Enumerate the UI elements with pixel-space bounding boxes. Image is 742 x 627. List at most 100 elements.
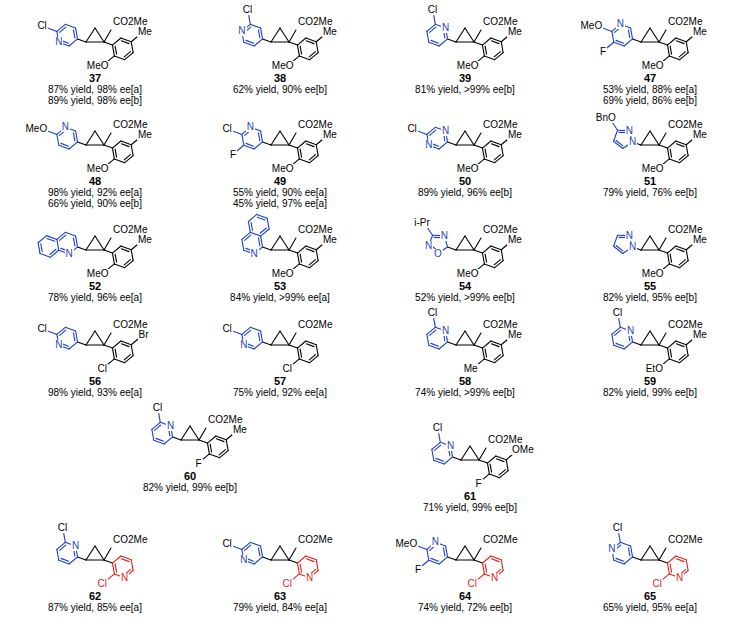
bond-line	[289, 560, 297, 563]
atom-label: N	[54, 37, 63, 47]
atom-label: N	[239, 340, 248, 350]
cyclopropane-bond	[465, 131, 474, 145]
yield-text: 79% yield, 84% ee[a]	[232, 603, 328, 613]
bond-line	[659, 250, 667, 253]
atom-label: N	[65, 249, 74, 259]
ring-bond	[112, 141, 120, 148]
ring-bond	[69, 342, 77, 349]
ring-bond	[427, 327, 435, 334]
double-bond	[115, 46, 116, 54]
double-bond	[679, 52, 685, 57]
bond-line	[659, 145, 667, 148]
ring-bond	[297, 148, 299, 159]
double-bond	[431, 343, 439, 346]
cyclopropane-bond	[86, 546, 95, 560]
yield-text: 62% yield, 90% ee[b]	[232, 85, 328, 95]
bond-line	[448, 342, 456, 345]
ring-bond	[484, 359, 494, 363]
substituent-bond	[233, 131, 241, 134]
cyclopropane-bond	[280, 131, 289, 145]
substituent-label: Me	[137, 27, 153, 37]
double-bond	[491, 41, 499, 44]
double-bond	[115, 254, 116, 262]
ring-bond	[310, 53, 318, 60]
atom-label: N	[54, 340, 63, 350]
ring-bond	[624, 39, 632, 46]
substituent-bond	[249, 15, 251, 24]
substituent-bond	[662, 574, 669, 580]
yield-text: 89% yield, 98% ee[b]	[47, 96, 143, 106]
ring-bond	[667, 253, 669, 264]
ring-bond	[667, 341, 675, 348]
atom-label: N	[628, 242, 637, 252]
ring-bond	[57, 232, 65, 239]
substituent-label: Cl	[467, 579, 478, 589]
compound-number: 37	[88, 73, 102, 84]
ring-bond	[114, 56, 124, 60]
double-bond	[494, 260, 500, 265]
ester-bond	[659, 333, 666, 345]
ester-bond	[474, 30, 481, 42]
double-bond	[300, 149, 301, 157]
compound-number: 59	[643, 376, 657, 387]
ester-label: CO2Me	[112, 17, 148, 27]
ring-bond	[297, 45, 299, 56]
cyclopropane-bond	[461, 446, 470, 460]
ring-bond	[686, 250, 688, 261]
substituent-label: i-Pr	[413, 218, 431, 228]
compound-number: 54	[458, 281, 472, 292]
ester-bond	[289, 238, 296, 250]
bond-line	[633, 39, 641, 42]
yield-text: 71% yield, 99% ee[b]	[422, 503, 518, 513]
double-bond	[615, 330, 621, 335]
ring-bond	[667, 348, 669, 359]
substituent-label: MeO	[271, 269, 295, 279]
bond-line	[474, 145, 482, 148]
double-bond	[443, 548, 444, 556]
double-bond	[216, 439, 224, 442]
ester-bond	[474, 548, 481, 560]
yield-text: 75% yield, 92% ee[a]	[232, 388, 328, 398]
double-bond	[676, 41, 684, 44]
cyclopropane-bond	[181, 426, 190, 440]
ring-bond	[614, 246, 623, 253]
substituent-label: Me	[692, 330, 708, 340]
ring-bond	[482, 246, 490, 253]
double-bond	[431, 558, 439, 561]
compound-number: 64	[458, 591, 472, 602]
yield-text: 53% yield, 88% ee[a]	[602, 85, 698, 95]
bond-line	[289, 345, 297, 348]
cyclopropane-bond	[271, 28, 280, 42]
double-bond	[121, 41, 129, 44]
ring-bond	[254, 39, 262, 46]
cyclopropane-bond	[650, 28, 659, 42]
double-bond	[246, 40, 254, 43]
double-bond	[245, 545, 251, 550]
ring-bond	[482, 253, 484, 264]
ring-bond	[686, 42, 688, 53]
yield-text: 65% yield, 95% ee[a]	[602, 603, 698, 613]
ring-bond	[207, 443, 209, 454]
ring-bond	[439, 142, 447, 149]
ring-bond	[614, 130, 618, 141]
bond-line	[474, 560, 482, 563]
ring-bond	[482, 341, 490, 348]
ester-label: CO2Me	[112, 535, 148, 545]
double-bond	[258, 333, 259, 341]
double-bond	[309, 260, 315, 265]
ester-bond	[199, 428, 206, 440]
cyclopropane-bond	[641, 41, 659, 42]
double-bond	[251, 222, 252, 230]
ring-bond	[444, 457, 452, 464]
atom-label: N	[625, 231, 634, 241]
atom-label: N	[71, 541, 80, 551]
cyclopropane-bond	[86, 344, 104, 345]
ring-bond	[76, 331, 78, 342]
yield-text: 87% yield, 98% ee[a]	[47, 85, 143, 95]
double-bond	[435, 445, 441, 450]
double-bond	[246, 143, 254, 146]
double-bond	[155, 425, 161, 430]
ester-label: CO2Me	[482, 17, 518, 27]
ring-bond	[226, 440, 228, 451]
substituent-label: Me	[137, 130, 153, 140]
